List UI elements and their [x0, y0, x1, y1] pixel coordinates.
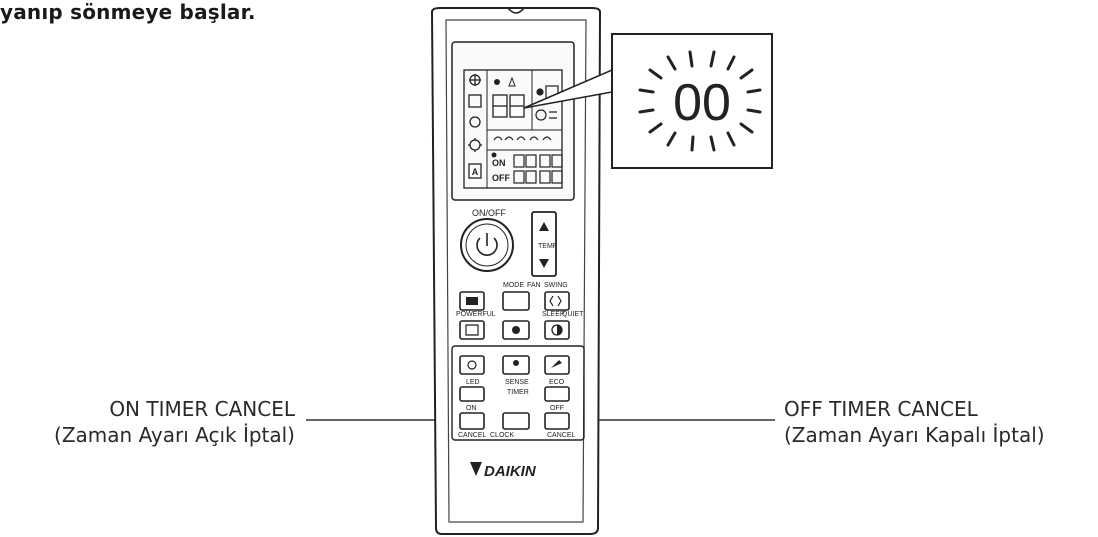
power-icon	[476, 237, 498, 256]
powerful-icon	[465, 324, 479, 336]
cancel-left-label: CANCEL	[458, 432, 487, 439]
lcd-temperature-digits	[492, 94, 525, 118]
off-timer-label: OFF	[550, 405, 564, 412]
swing-icon	[549, 295, 562, 307]
off-timer-cancel-button[interactable]	[544, 412, 570, 430]
temp-rocker-button[interactable]	[531, 211, 557, 277]
sleep-icon	[512, 326, 520, 334]
lcd-on-label: ON	[492, 158, 506, 168]
off-timer-callout-title: OFF TIMER CANCEL	[784, 397, 978, 421]
blink-rays	[638, 50, 762, 152]
swing-label: SWING	[544, 282, 568, 289]
lower-button-panel	[451, 345, 585, 441]
clock-label: CLOCK	[490, 432, 514, 439]
sleep-label: SLEEP	[542, 311, 565, 318]
mode-icon	[466, 297, 478, 305]
sense-label: SENSE	[505, 379, 529, 386]
ir-emitter	[507, 7, 525, 14]
zoomed-display: 00	[611, 33, 773, 169]
auto-mode-icon	[468, 163, 482, 179]
temp-label: TEMP	[538, 243, 558, 250]
off-timer-callout: OFF TIMER CANCEL (Zaman Ayarı Kapalı İpt…	[784, 396, 1045, 448]
fan-mode-icon	[469, 116, 481, 128]
light-icon	[467, 360, 477, 370]
on-timer-callout-title: ON TIMER CANCEL	[109, 397, 295, 421]
off-timer-callout-subtitle: (Zaman Ayarı Kapalı İptal)	[784, 423, 1045, 447]
brand-name: DAIKIN	[484, 463, 537, 480]
fan-button[interactable]	[502, 291, 530, 311]
lcd-status-icons	[493, 136, 552, 141]
on-timer-callout-subtitle: (Zaman Ayarı Açık İptal)	[54, 423, 295, 447]
swing-button[interactable]	[544, 291, 570, 311]
svg-text:A: A	[472, 167, 479, 177]
led-button[interactable]	[459, 386, 485, 402]
fan-label: FAN	[527, 282, 541, 289]
quiet-label: QUIET	[562, 311, 584, 318]
heading-text: yanıp sönmeye başlar.	[0, 0, 256, 24]
lcd-timer-digits	[513, 154, 563, 184]
dry-mode-icon	[468, 94, 482, 108]
person-icon	[513, 360, 519, 366]
clock-button[interactable]	[502, 412, 530, 430]
on-timer-callout: ON TIMER CANCEL (Zaman Ayarı Açık İptal)	[54, 396, 295, 448]
temp-down-icon	[539, 259, 549, 268]
eco-button[interactable]	[544, 386, 570, 402]
eco-label: ECO	[549, 379, 565, 386]
led-label: LED	[466, 379, 480, 386]
on-timer-label: ON	[466, 405, 477, 412]
cancel-right-label: CANCEL	[547, 432, 576, 439]
led-icon-button[interactable]	[459, 355, 485, 375]
daikin-logo-icon	[470, 462, 482, 476]
powerful-button[interactable]	[459, 320, 485, 340]
mode-label: MODE	[503, 282, 524, 289]
eco-leaf-icon	[551, 360, 562, 368]
remote-control: A ON OFF ON/OFF	[430, 7, 613, 535]
on-timer-cancel-button[interactable]	[459, 412, 485, 430]
droplet-icon	[508, 76, 516, 87]
swing-indicator-icon	[535, 109, 547, 121]
powerful-label: POWERFUL	[456, 311, 496, 318]
timer-label: TIMER	[507, 389, 529, 396]
lcd-indicator-dot	[494, 79, 500, 85]
lcd-screen	[451, 41, 575, 201]
lcd-off-label: OFF	[492, 173, 510, 183]
temp-up-icon	[539, 222, 549, 231]
on-off-label: ON/OFF	[472, 208, 506, 218]
blinking-digits: 00	[673, 74, 731, 132]
